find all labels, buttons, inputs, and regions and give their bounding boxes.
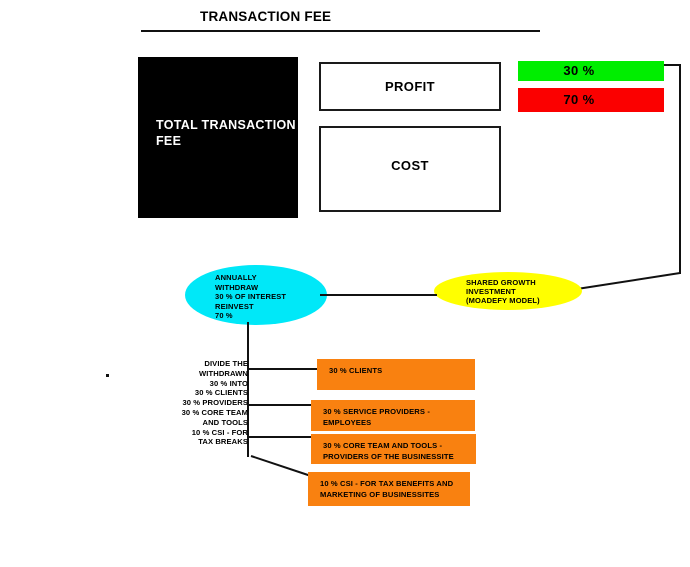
divide-withdrawn-label: DIVIDE THE WITHDRAWN 30 % INTO 30 % CLIE… bbox=[181, 359, 248, 447]
cost-label: COST bbox=[391, 158, 429, 173]
cost-share-bar-70: 70 % bbox=[518, 88, 664, 112]
connector-annual-to-shared bbox=[320, 294, 437, 296]
allocation-box-clients: 30 % CLIENTS bbox=[317, 359, 475, 390]
connector-branch-service-providers bbox=[248, 404, 312, 406]
connector-branch-clients bbox=[248, 368, 318, 370]
connector-trunk-vertical bbox=[247, 322, 249, 457]
total-transaction-fee-box: TOTAL TRANSACTION FEE bbox=[138, 57, 298, 218]
profit-label: PROFIT bbox=[384, 79, 436, 94]
connector-branch-csi-diagonal bbox=[250, 455, 312, 477]
annually-withdraw-label: ANNUALLY WITHDRAW 30 % OF INTEREST REINV… bbox=[215, 273, 287, 321]
connector-profit-to-shared-diagonal bbox=[576, 272, 681, 290]
connector-profit-to-shared-vertical bbox=[679, 64, 681, 274]
total-transaction-fee-label: TOTAL TRANSACTION FEE bbox=[156, 118, 296, 148]
allocation-box-service-providers: 30 % SERVICE PROVIDERS - EMPLOYEES bbox=[311, 400, 475, 431]
cost-box: COST bbox=[319, 126, 501, 212]
profit-box: PROFIT bbox=[319, 62, 501, 111]
annually-withdraw-ellipse: ANNUALLY WITHDRAW 30 % OF INTEREST REINV… bbox=[185, 265, 327, 325]
connector-profit-to-shared-horizontal bbox=[664, 64, 681, 66]
connector-branch-core-team bbox=[248, 436, 312, 438]
stray-dot-mark bbox=[106, 374, 109, 377]
allocation-box-core-team: 30 % CORE TEAM AND TOOLS - PROVIDERS OF … bbox=[311, 434, 476, 464]
allocation-box-csi: 10 % CSI - FOR TAX BENEFITS AND MARKETIN… bbox=[308, 472, 470, 506]
title-divider bbox=[141, 30, 540, 32]
shared-growth-investment-ellipse: SHARED GROWTH INVESTMENT (MOADEFY MODEL) bbox=[434, 272, 582, 310]
shared-growth-investment-label: SHARED GROWTH INVESTMENT (MOADEFY MODEL) bbox=[466, 278, 540, 306]
page-title: TRANSACTION FEE bbox=[200, 9, 332, 24]
profit-share-bar-30: 30 % bbox=[518, 61, 664, 81]
